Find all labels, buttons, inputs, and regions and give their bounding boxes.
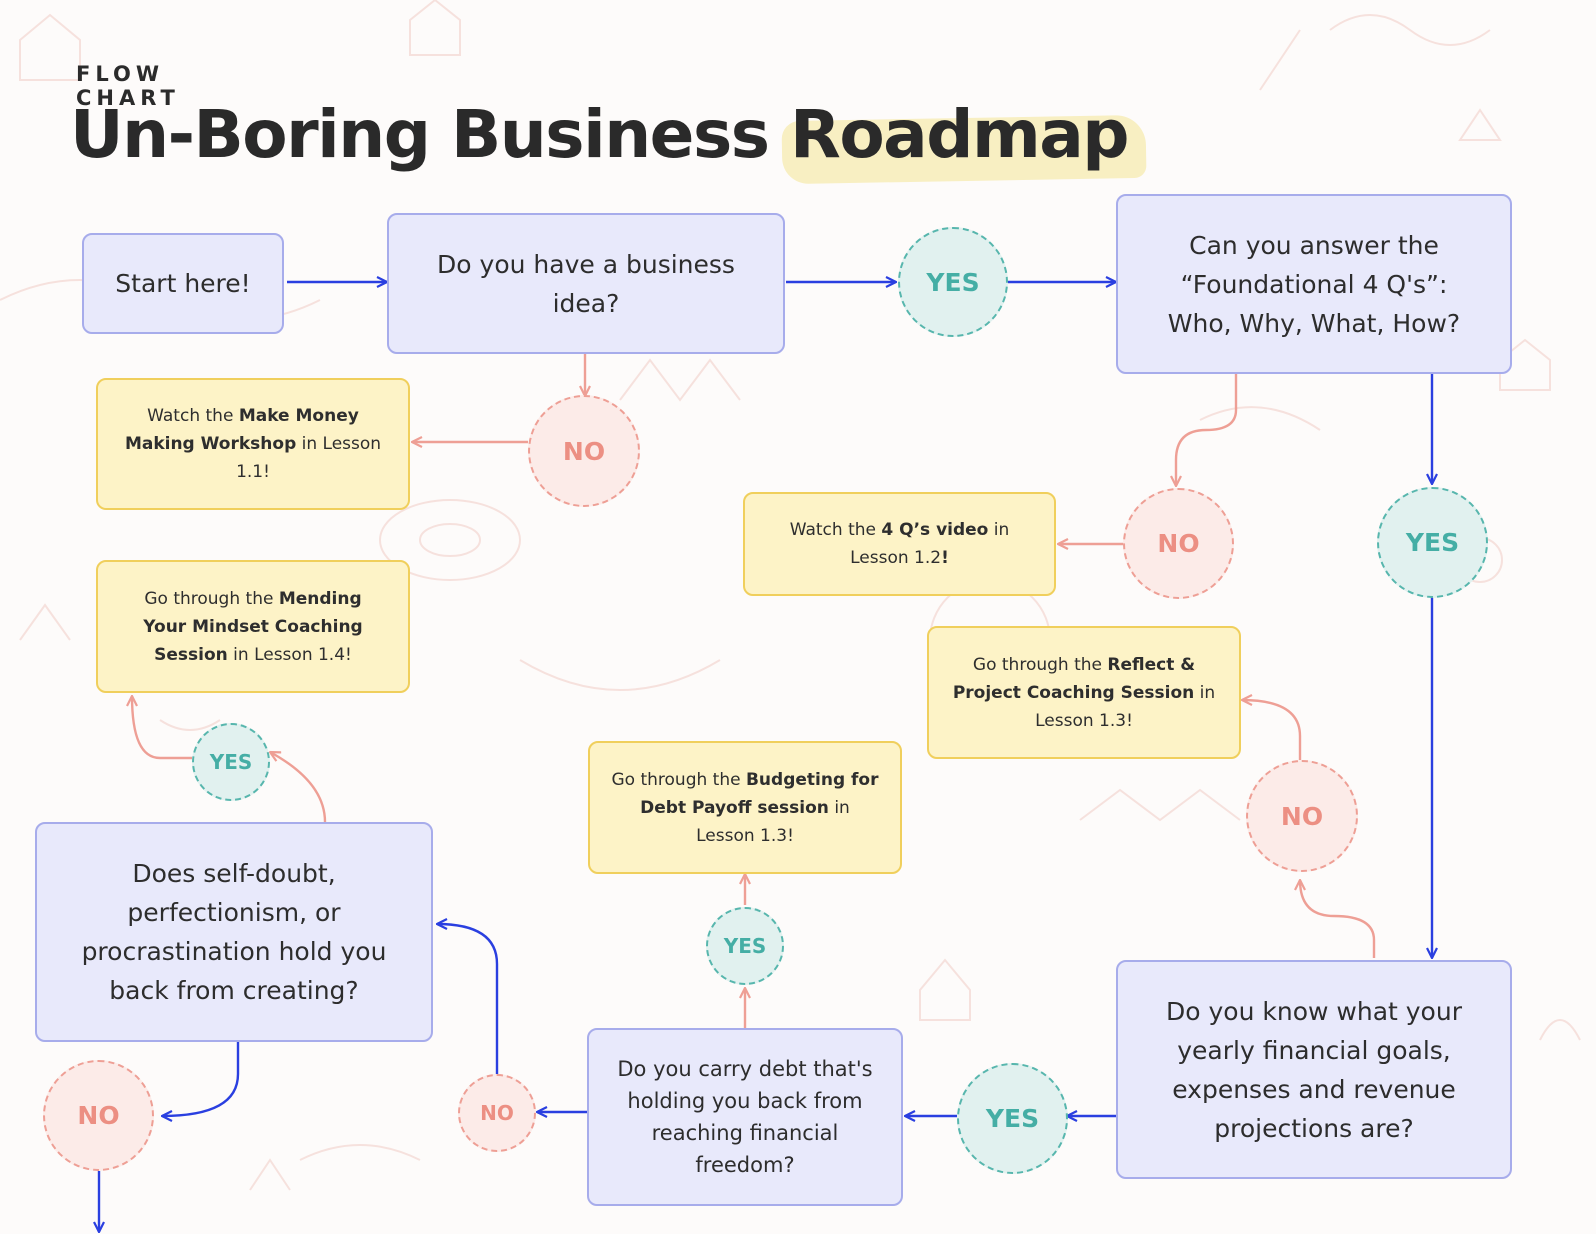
yes-after-selfdoubt[interactable]: YES xyxy=(192,723,270,801)
no-after-financial[interactable]: NO xyxy=(1246,760,1358,872)
action-make-money-workshop[interactable]: Watch the Make Money Making Workshop in … xyxy=(96,378,410,510)
action-budgeting-session[interactable]: Go through the Budgeting for Debt Payoff… xyxy=(588,741,902,874)
self-doubt-question[interactable]: Does self-doubt, perfectionism, or procr… xyxy=(35,822,433,1042)
foundational-question[interactable]: Can you answer the “Foundational 4 Q's”:… xyxy=(1116,194,1512,374)
action-text: Go through the Mending Your Mindset Coac… xyxy=(143,588,363,665)
action-4qs-video[interactable]: Watch the 4 Q’s video in Lesson 1.2! xyxy=(743,492,1056,596)
action-text: Go through the Budgeting for Debt Payoff… xyxy=(611,769,879,846)
action-text: Go through the Reflect & Project Coachin… xyxy=(952,654,1216,731)
no-after-idea[interactable]: NO xyxy=(528,395,640,507)
action-text: Watch the Make Money Making Workshop in … xyxy=(124,406,382,482)
yes-after-financial[interactable]: YES xyxy=(957,1063,1068,1174)
no-after-foundational[interactable]: NO xyxy=(1123,488,1234,599)
title-main: Un-Boring Business xyxy=(70,96,790,173)
yes-after-idea[interactable]: YES xyxy=(898,227,1008,337)
no-after-selfdoubt[interactable]: NO xyxy=(43,1060,154,1171)
action-reflect-project-session[interactable]: Go through the Reflect & Project Coachin… xyxy=(927,626,1241,759)
action-text: Watch the 4 Q’s video in Lesson 1.2! xyxy=(789,520,1010,568)
eyebrow-label: FLOW CHART xyxy=(76,62,180,110)
financial-goals-question[interactable]: Do you know what your yearly financial g… xyxy=(1116,960,1512,1179)
title-highlight: Roadmap xyxy=(790,96,1130,173)
action-mindset-session[interactable]: Go through the Mending Your Mindset Coac… xyxy=(96,560,410,693)
debt-question[interactable]: Do you carry debt that's holding you bac… xyxy=(587,1028,903,1206)
page-title: Un-Boring Business Roadmap xyxy=(70,96,1130,173)
business-idea-question[interactable]: Do you have a business idea? xyxy=(387,213,785,354)
yes-after-foundational[interactable]: YES xyxy=(1377,487,1488,598)
start-node[interactable]: Start here! xyxy=(82,233,284,334)
no-after-debt[interactable]: NO xyxy=(458,1074,536,1152)
yes-after-debt[interactable]: YES xyxy=(706,907,784,985)
